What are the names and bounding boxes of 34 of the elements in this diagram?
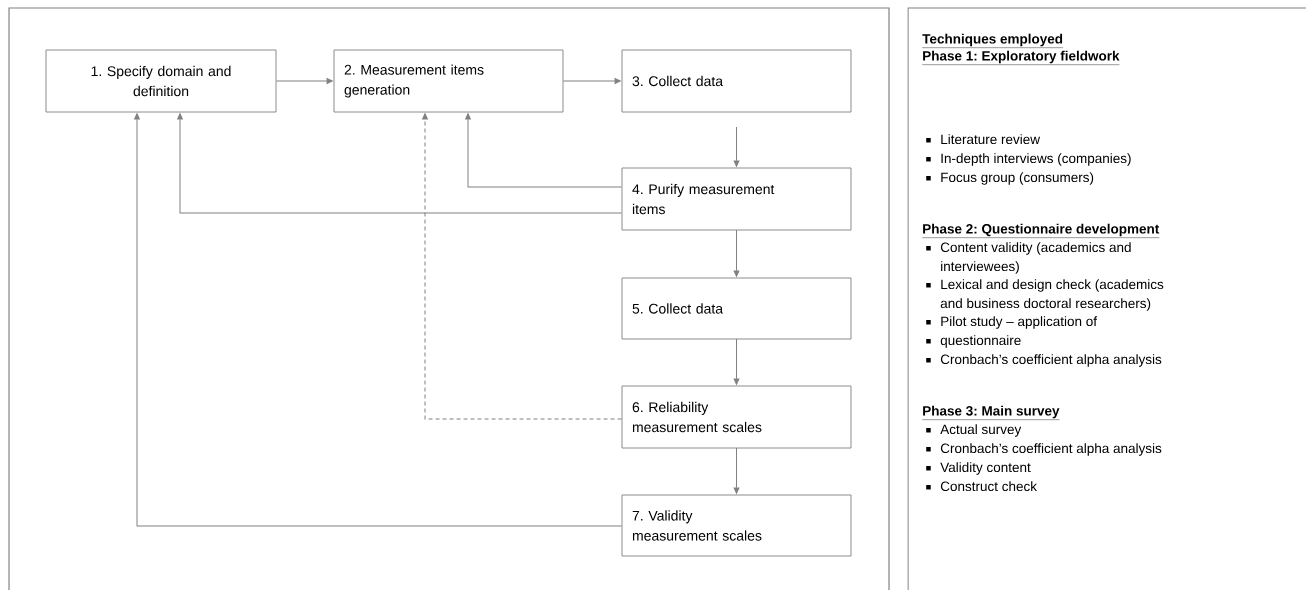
list-item: Focus group (consumers) (926, 172, 1094, 185)
list-item: Literature review (926, 134, 1040, 145)
arrow (422, 113, 623, 420)
list-item: In-depth interviews (companies) (926, 153, 1131, 166)
arrow (465, 113, 623, 188)
arrow (134, 113, 623, 527)
arrow (275, 78, 333, 84)
list-item: Cronbach’s coefficient alpha analysis (926, 354, 1162, 367)
process-box: 6. Reliability measurement scales (621, 385, 852, 449)
process-box: 4. Purify measurement items (621, 167, 852, 231)
list-item: Cronbach’s coefficient alpha analysis (926, 443, 1162, 456)
arrow (733, 229, 740, 277)
arrow (177, 113, 623, 214)
list-item: Validity content (926, 462, 1031, 475)
list-item: questionnaire (926, 335, 1021, 348)
panel-frame (8, 7, 890, 590)
process-box: 7. Validity measurement scales (621, 494, 852, 557)
process-box: 2. Measurement items generation (333, 49, 564, 113)
arrow (733, 126, 740, 167)
arrow (733, 447, 740, 494)
arrow (733, 338, 740, 385)
process-box: 3. Collect data (621, 49, 852, 113)
arrow (562, 78, 621, 84)
list-item: Actual survey (926, 424, 1022, 437)
heading: Phase 1: Exploratory fieldwork (922, 50, 1120, 65)
list-item: Construct check (926, 481, 1037, 492)
heading: Techniques employed (922, 33, 1064, 48)
process-box: 1. Specify domain and definition (45, 49, 277, 113)
heading: Phase 2: Questionnaire development (922, 223, 1160, 238)
process-box: 5. Collect data (621, 277, 852, 340)
list-item: Lexical and design check (academics and business doctoral researchers) (926, 279, 1164, 311)
list-item: Content validity (academics and interviewees) (926, 242, 1131, 274)
list-item: Pilot study – application of (926, 316, 1098, 329)
heading: Phase 3: Main survey (922, 405, 1060, 420)
